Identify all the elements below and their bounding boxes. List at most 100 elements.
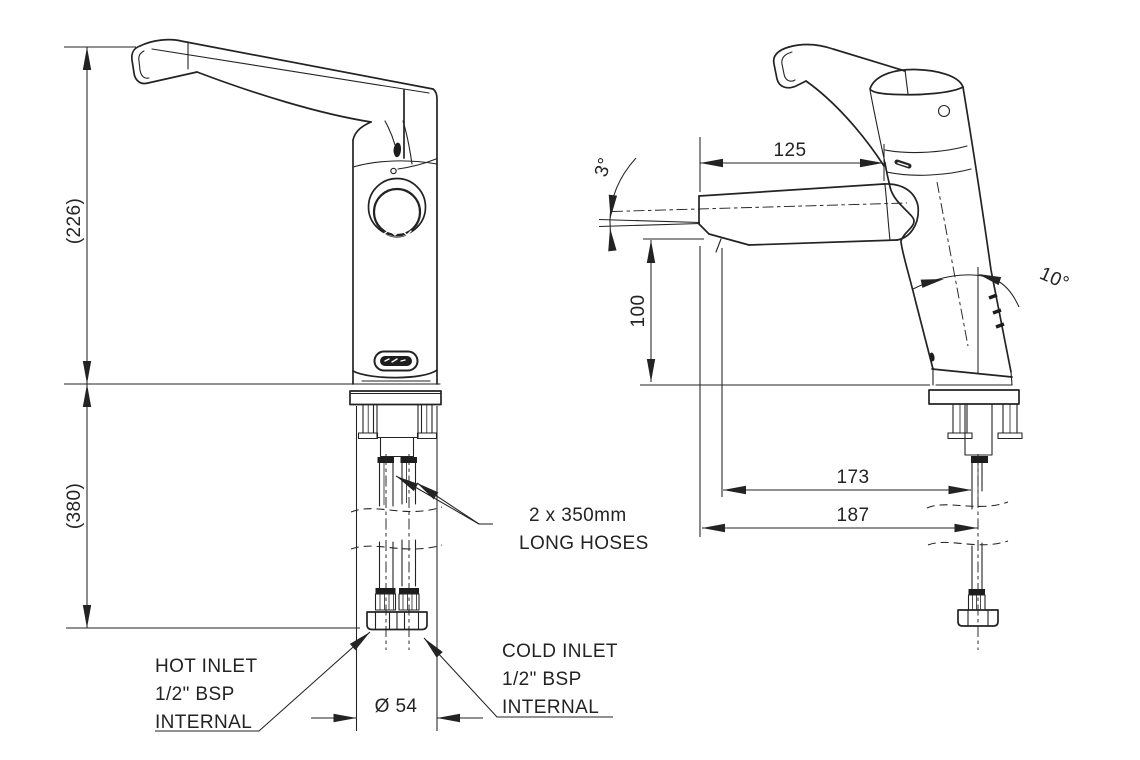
- handle-top-edge: [139, 38, 434, 90]
- side-body-right-edge: [962, 86, 1012, 373]
- flange: [349, 390, 442, 406]
- label-hot-inlet: HOT INLET 1/2" BSP INTERNAL: [155, 631, 371, 733]
- label-cold-inlet: COLD INLET 1/2" BSP INTERNAL: [423, 637, 618, 718]
- faucet-side-outline: [611, 43, 1023, 650]
- inlet-nuts: [366, 611, 428, 631]
- dim-spout-angle: 3°: [591, 155, 701, 252]
- side-break-lower: [927, 540, 1009, 546]
- dim-label-spout-angle: 3°: [591, 155, 617, 180]
- spout-tip-shadow: [393, 142, 401, 158]
- side-slot-inner: [897, 162, 909, 167]
- dim-base-diameter: Ø 54: [311, 406, 483, 731]
- side-handle-top: [788, 43, 906, 72]
- seam-dot-arc: [397, 158, 437, 170]
- side-shank-block: [964, 403, 993, 456]
- body-base-dot: [929, 352, 935, 362]
- dim-height-above-deck: (226): [64, 46, 136, 384]
- dim-spout-reach: 125: [699, 137, 885, 192]
- handle-underside: [196, 71, 372, 123]
- side-base-plate: [932, 368, 1013, 386]
- dim-label-body-angle: 10°: [1036, 263, 1072, 294]
- body-seam-arc: [352, 160, 438, 168]
- dim-label-spout-height: 100: [628, 295, 649, 328]
- body-axis-centerline: [936, 181, 969, 347]
- side-hose-lower: [971, 542, 983, 590]
- dim-label-height-below-deck: (380): [64, 483, 85, 529]
- side-hose-connector: [971, 456, 988, 463]
- spout-centerline: [611, 202, 908, 212]
- cold-inlet-line1: COLD INLET: [502, 641, 618, 662]
- handle-end-cap: [130, 45, 198, 85]
- spout-top-edge: [698, 183, 885, 197]
- seam-dot: [390, 167, 397, 175]
- logo-badge: [373, 350, 419, 372]
- logo-badge-fill: [380, 356, 412, 366]
- side-hose-upper: [971, 462, 983, 510]
- side-body-left-sliver: [869, 89, 886, 164]
- side-break-upper: [926, 501, 1009, 509]
- aerator-highlights: [383, 229, 412, 236]
- hot-inlet-line3: INTERNAL: [155, 712, 252, 733]
- dim-label-centre-to-inlet: 173: [837, 467, 870, 488]
- fixing-bolt-left-cap: [357, 432, 379, 440]
- hose-braid-left: [374, 593, 397, 611]
- shank-block: [376, 403, 419, 439]
- side-inlet-nut-facets: [967, 609, 989, 627]
- fixing-bolt-right-cap: [416, 432, 438, 440]
- spout-chamfer: [698, 223, 750, 246]
- side-view: 125 3° 100 10°: [591, 43, 1072, 650]
- outlet-inner-ring: [372, 187, 422, 237]
- hose-braid-right: [398, 593, 420, 611]
- dim-label-spout-reach: 125: [774, 140, 807, 161]
- hot-inlet-line1: HOT INLET: [155, 656, 258, 677]
- hot-inlet-line2: 1/2" BSP: [155, 684, 235, 705]
- side-handle-bottom: [805, 80, 885, 167]
- body-bottom-arc: [352, 369, 438, 379]
- side-body-bottom: [931, 368, 1013, 378]
- spout-underside-curve-left: [384, 120, 396, 146]
- dim-centre-to-inlet: 173: [721, 248, 972, 497]
- side-hose-end-cap: [968, 589, 985, 595]
- grip-ticks: [988, 293, 1005, 329]
- dim-height-below-deck: (380): [64, 383, 360, 629]
- inlet-nut-facets: [374, 611, 420, 631]
- dim-overall-projection: 187: [699, 246, 978, 537]
- break-line-lower: [350, 544, 443, 550]
- side-handle-end-inner: [781, 51, 796, 82]
- handle-top-inner-line: [151, 48, 430, 94]
- side-bolt-right-cap: [997, 432, 1023, 440]
- hose-end-cap-right: [399, 588, 419, 594]
- front-view: (226) (380) Ø 54 2 x 3: [64, 38, 649, 733]
- spout-body-joint: [884, 184, 891, 241]
- hoses-label-line1: 2 x 350mm: [529, 505, 627, 526]
- hoses-upper: [378, 462, 417, 507]
- dim-label-height-above-deck: (226): [64, 198, 85, 244]
- handle-end-inner-line: [138, 50, 150, 79]
- side-seam-2: [886, 168, 972, 176]
- body-shoulder: [352, 121, 372, 141]
- hose-braid-right-ribs: [402, 594, 417, 610]
- side-bolt-left-cap: [947, 432, 973, 440]
- break-line-upper: [350, 506, 443, 513]
- pivot-hole: [937, 104, 951, 118]
- side-body-left-edge: [884, 162, 934, 370]
- hoses-lower: [378, 539, 417, 589]
- cap-outline: [869, 68, 964, 96]
- spout-nose-curve: [883, 183, 920, 241]
- hoses-upper-highlights: [383, 463, 407, 505]
- dim-label-base-diameter: Ø 54: [375, 696, 418, 717]
- faucet-front-outline: [130, 38, 443, 650]
- hoses-label-line2: LONG HOSES: [519, 533, 649, 554]
- shank-sub-block: [379, 436, 415, 458]
- side-inlet-nut: [957, 609, 999, 627]
- dim-spout-height: 100: [628, 238, 704, 382]
- spout-underside-curve-right: [402, 120, 413, 165]
- cold-inlet-line2: 1/2" BSP: [502, 669, 582, 690]
- side-handle-end-cap: [772, 46, 807, 89]
- cap-divider: [904, 69, 909, 95]
- hose-end-cap-left: [375, 588, 396, 594]
- cold-inlet-line3: INTERNAL: [502, 697, 599, 718]
- outlet-outer-ring: [367, 177, 427, 237]
